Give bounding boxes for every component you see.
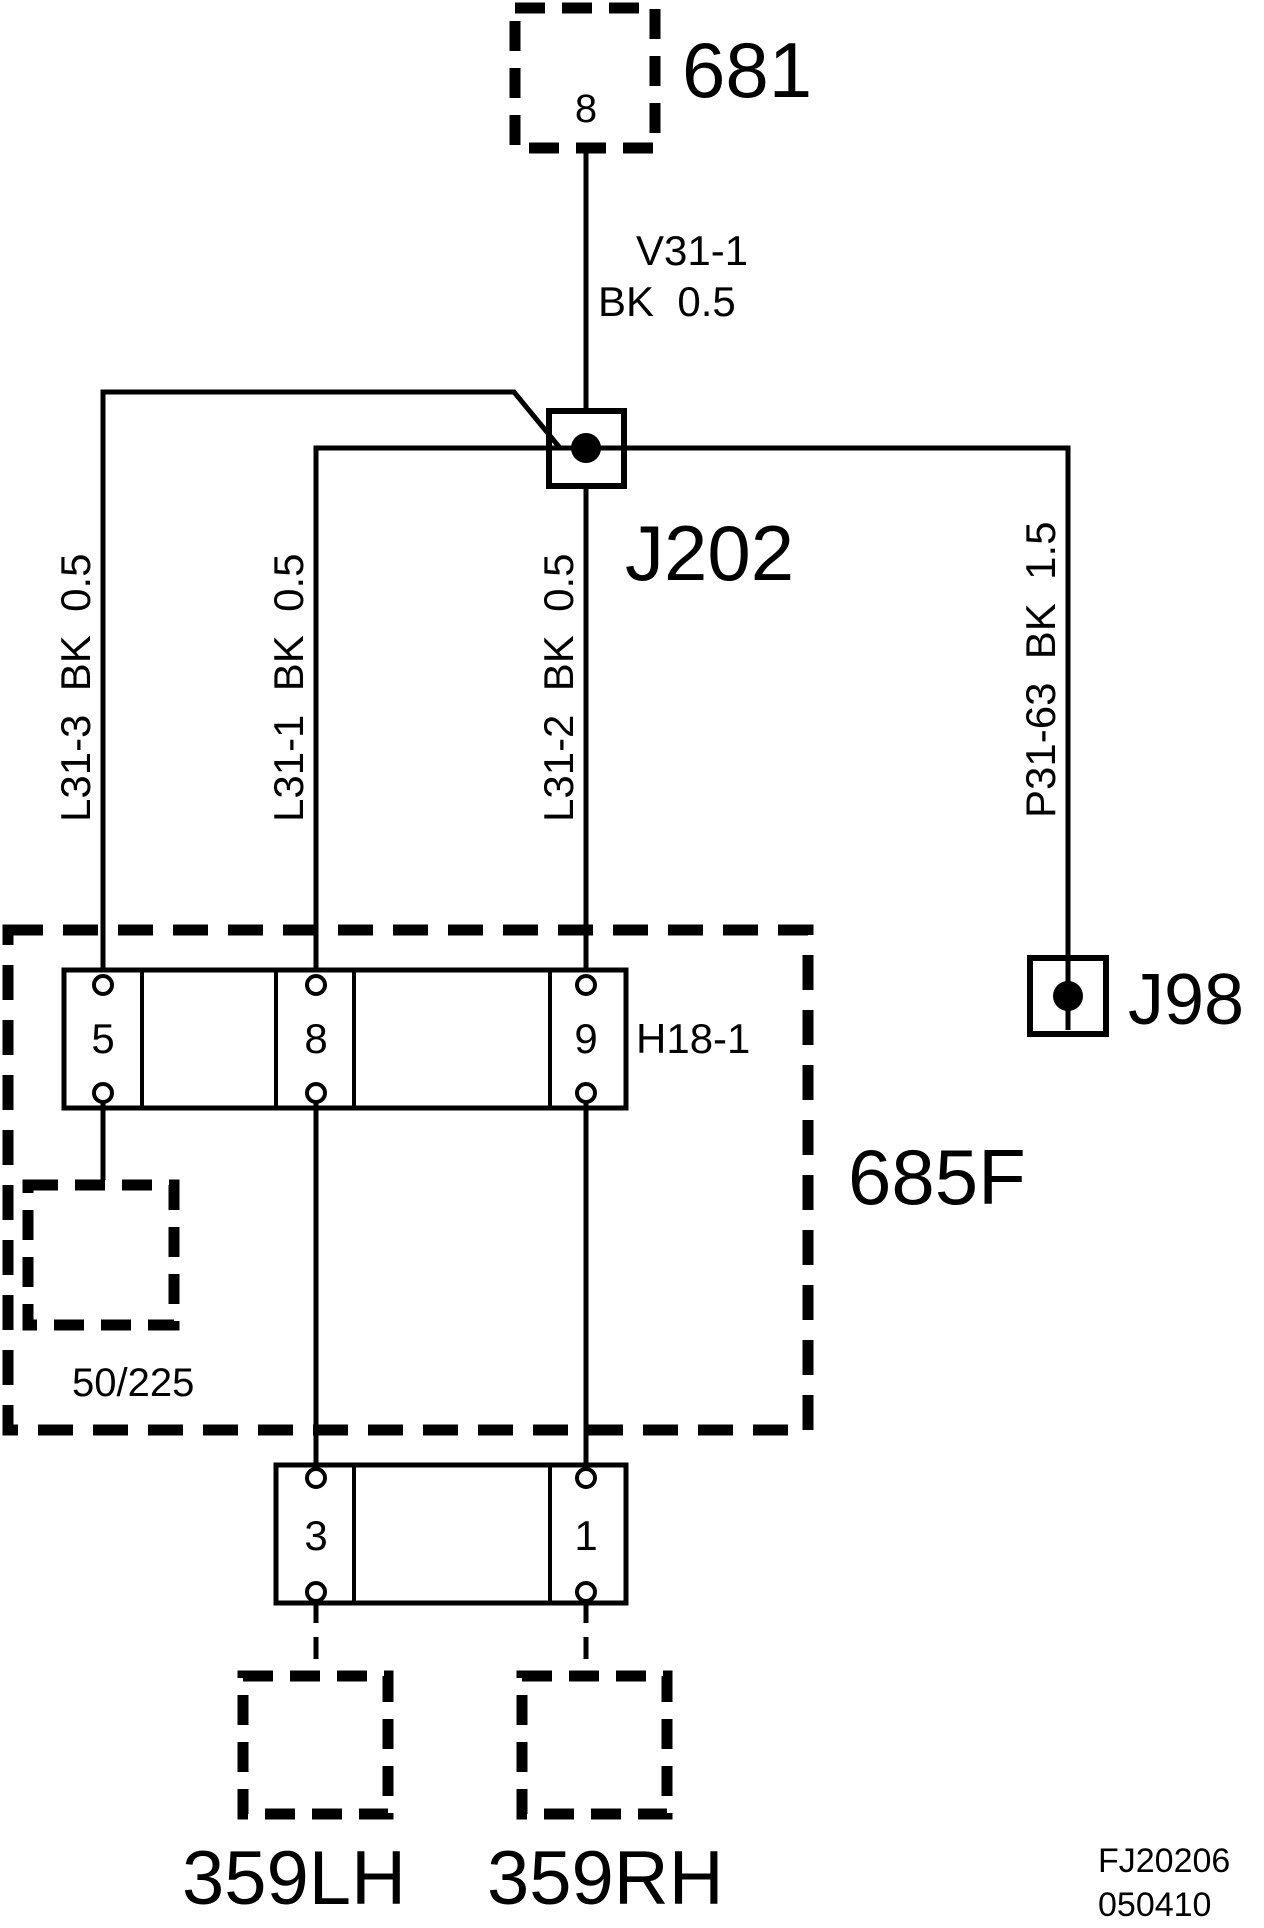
component-681-pin: 8 (575, 87, 597, 131)
connector-h18-1-pin-terminal (575, 974, 597, 996)
component-50-225-box (22, 1179, 180, 1331)
connector-h18-1-pin-terminal (305, 1082, 327, 1104)
connector-h18-1-body (61, 967, 629, 1111)
lower-connector-pin-1: 1 (574, 1512, 597, 1559)
wire-v31-1-id: V31-1 (636, 227, 748, 274)
ground-j98-box (1027, 955, 1109, 1037)
lower-connector-body (273, 1462, 629, 1606)
footer-date: 050410 (1098, 1886, 1211, 1924)
wire-l31-1-run (313, 445, 586, 975)
wire-p31-63-label: P31-63 BK 1.5 (1017, 521, 1064, 818)
connector-h18-1-pin-9: 9 (574, 1015, 597, 1062)
lamp-359rh-label: 359RH (487, 1836, 724, 1921)
ground-j98-label: J98 (1128, 960, 1244, 1040)
lower-connector-pin-terminal (575, 1581, 597, 1603)
wire-p31-63-run (586, 445, 1071, 1030)
wire-l31-1-label: L31-1 BK 0.5 (265, 553, 312, 822)
connector-h18-1-pin-terminal (305, 974, 327, 996)
connector-h18-1-pin-5: 5 (91, 1015, 114, 1062)
component-50-225-label: 50/225 (72, 1361, 194, 1405)
lower-connector-pin-terminal (305, 1467, 327, 1489)
wire-l31-2-label: L31-2 BK 0.5 (535, 553, 582, 822)
connector-h18-1-pin-terminal (92, 1082, 114, 1104)
splice-j202-label: J202 (625, 509, 794, 597)
lamp-359rh-box (516, 1670, 673, 1820)
lamp-359lh-box (237, 1670, 394, 1820)
wire-v31-1-spec: BK 0.5 (598, 278, 736, 325)
lower-connector-pin-terminal (575, 1467, 597, 1489)
connector-h18-1-label: H18-1 (636, 1015, 750, 1062)
lower-connector-pin-3: 3 (304, 1512, 327, 1559)
lamp-359lh-label: 359LH (182, 1836, 406, 1921)
wire-l31-3-run (100, 389, 562, 975)
component-681-label: 681 (682, 26, 812, 114)
ground-j98-dot (1053, 981, 1083, 1011)
connector-h18-1-pin-terminal (575, 1082, 597, 1104)
connector-h18-1-pin-8: 8 (304, 1015, 327, 1062)
module-685f-label: 685F (848, 1133, 1026, 1221)
footer-code: FJ20206 (1098, 1842, 1230, 1880)
lower-connector-pin-terminal (305, 1581, 327, 1603)
wire-l31-3-label: L31-3 BK 0.5 (52, 553, 99, 822)
module-685f-box (2, 924, 814, 1436)
connector-h18-1-pin-terminal (92, 974, 114, 996)
